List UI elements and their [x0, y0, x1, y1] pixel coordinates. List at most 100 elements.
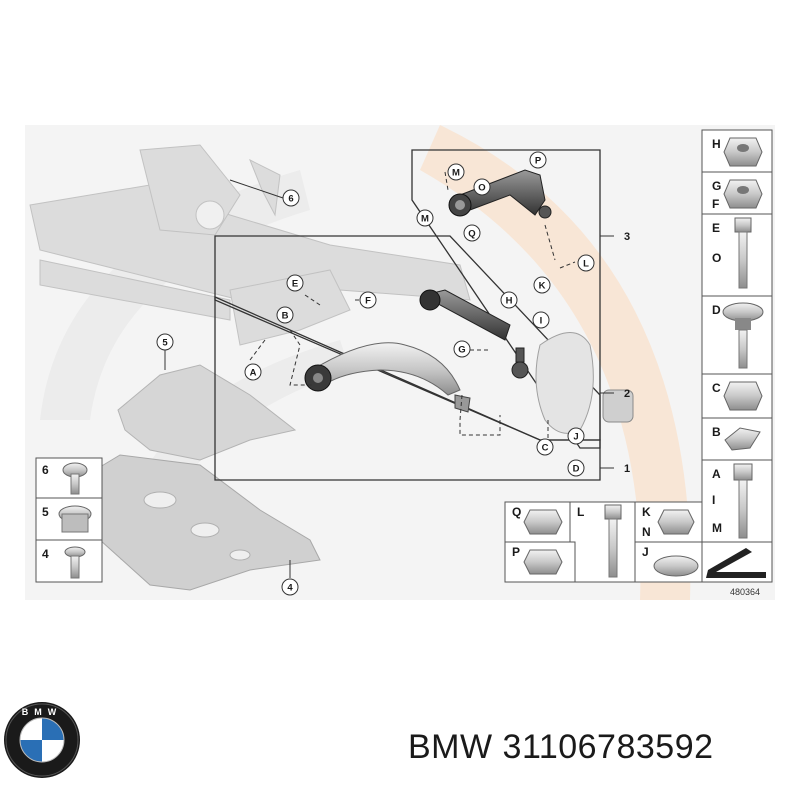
grid-label-q: Q — [512, 505, 521, 519]
part-nut-q — [523, 509, 563, 535]
callout-k: K — [533, 276, 551, 294]
diagram-number: 480364 — [730, 587, 760, 597]
part-screw-6 — [62, 462, 88, 495]
callout-labels: M P O M Q L K E F H B I G A J C D — [244, 151, 595, 477]
svg-text:M: M — [452, 168, 460, 179]
callout-n: M — [447, 163, 465, 181]
callout-h: H — [500, 291, 518, 309]
callout-c: C — [536, 438, 554, 456]
svg-text:BMW: BMW — [22, 707, 63, 717]
underbody-panel-4 — [94, 454, 321, 591]
callout-m: M — [416, 209, 434, 227]
callout-o: O — [473, 178, 491, 196]
grid-label-i: I — [712, 493, 715, 507]
part-washer-bolt-d — [722, 302, 764, 369]
svg-text:F: F — [365, 296, 371, 307]
callout-d: D — [567, 459, 585, 477]
parts-grid-bottom: Q L K N P J — [504, 501, 703, 583]
grid-label-j: J — [642, 545, 649, 559]
grid-label-4: 4 — [42, 547, 49, 561]
grid-label-c: C — [712, 381, 721, 395]
grid-label-k: K — [642, 505, 651, 519]
leader-lines — [249, 171, 576, 440]
grid-label-d: D — [712, 303, 721, 317]
grid-label-p: P — [512, 545, 520, 559]
callout-4: 4 — [281, 578, 299, 596]
number-1: 1 — [624, 463, 630, 475]
svg-text:D: D — [573, 464, 580, 475]
front-subframe-illustration — [29, 144, 471, 346]
grid-label-a: A — [712, 467, 721, 481]
splash-shield-5 — [117, 364, 297, 461]
svg-text:L: L — [583, 259, 589, 270]
part-bolt-aim — [733, 463, 753, 539]
callout-e: E — [286, 274, 304, 292]
callout-l: L — [577, 254, 595, 272]
part-nut-kn — [657, 509, 695, 535]
part-bolt-l — [604, 504, 622, 578]
callout-a: A — [244, 363, 262, 381]
part-nut-c — [723, 381, 763, 411]
tension-strut — [419, 289, 511, 341]
callout-b: B — [276, 306, 294, 324]
grid-label-b: B — [712, 425, 721, 439]
number-2: 2 — [624, 388, 630, 400]
grid-label-6: 6 — [42, 463, 49, 477]
svg-text:I: I — [540, 316, 543, 327]
arrow-icon — [706, 548, 766, 578]
part-nut-j — [653, 555, 699, 577]
svg-text:B: B — [282, 311, 289, 322]
part-number-caption: BMW 31106783592 — [408, 728, 714, 766]
grid-label-l: L — [577, 505, 584, 519]
svg-text:G: G — [458, 345, 465, 356]
underbody-panel-holes — [143, 491, 251, 561]
part-plug-5 — [58, 505, 92, 533]
grid-label-f: F — [712, 197, 719, 211]
assembly-number-labels: 6 5 4 3 2 1 — [156, 189, 630, 596]
callout-f: F — [359, 291, 377, 309]
callout-6: 6 — [282, 189, 300, 207]
svg-text:A: A — [250, 368, 257, 379]
grid-label-o: O — [712, 251, 721, 265]
svg-text:J: J — [573, 432, 578, 443]
assembly-frames — [214, 149, 601, 481]
part-nut-h — [723, 137, 763, 167]
svg-text:C: C — [542, 443, 549, 454]
callout-5: 5 — [156, 333, 174, 351]
parts-grid-left: 6 5 4 — [35, 457, 103, 583]
part-bolt-4 — [64, 546, 86, 579]
svg-text:O: O — [478, 183, 485, 194]
lower-control-arm — [304, 342, 471, 413]
svg-text:4: 4 — [287, 583, 293, 594]
bmw-logo: BMW — [4, 702, 80, 778]
grid-label-g: G — [712, 179, 721, 193]
svg-text:5: 5 — [162, 338, 168, 349]
number-leaders — [164, 179, 614, 578]
callout-q: Q — [463, 224, 481, 242]
part-nut-gf — [723, 179, 763, 209]
svg-text:Q: Q — [468, 229, 475, 240]
part-nut-p — [523, 549, 563, 575]
callout-i: I — [532, 311, 550, 329]
svg-text:H: H — [506, 296, 513, 307]
svg-text:E: E — [292, 279, 298, 290]
part-bracket-b — [724, 427, 761, 451]
callout-g: G — [453, 340, 471, 358]
ball-joints — [511, 205, 552, 379]
grid-label-5: 5 — [42, 505, 49, 519]
grid-label-m: M — [712, 521, 722, 535]
svg-text:M: M — [421, 214, 429, 225]
svg-text:6: 6 — [288, 194, 293, 205]
grid-label-e: E — [712, 221, 720, 235]
svg-text:K: K — [539, 281, 546, 292]
grid-label-h: H — [712, 137, 721, 151]
parts-grid-right: H G F E O D C B A I M — [701, 129, 773, 583]
grid-label-n: N — [642, 525, 651, 539]
number-3: 3 — [624, 231, 630, 243]
svg-text:P: P — [535, 156, 542, 167]
callout-p: P — [529, 151, 547, 169]
upper-control-arm — [448, 169, 546, 217]
callout-j: J — [567, 427, 585, 445]
part-bolt-eo — [734, 217, 752, 289]
